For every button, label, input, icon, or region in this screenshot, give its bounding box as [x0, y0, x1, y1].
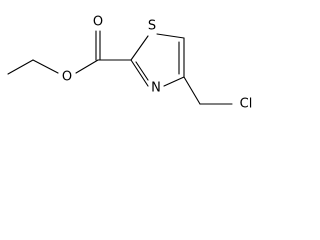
bond-ethyl-ch2-oxygen — [32, 59, 59, 74]
bond-nitrogen-c2-inner — [135, 61, 149, 81]
bond-c2-sulfur — [130, 35, 149, 61]
bond-oxygen-carbonyl-carbon — [75, 59, 99, 74]
atom-label-sulfur: S — [148, 19, 156, 34]
bond-sulfur-c5 — [156, 33, 185, 39]
atom-label-nitrogen: N — [151, 81, 161, 96]
atom-label-ester-oxygen: O — [62, 70, 72, 85]
atom-label-carbonyl-oxygen: O — [93, 15, 103, 30]
atom-label-chlorine: Cl — [240, 97, 253, 112]
bond-c4-nitrogen — [163, 76, 185, 87]
bond-nitrogen-c2 — [130, 59, 149, 87]
chemical-structure: O O S N Cl — [7, 15, 253, 112]
bond-ethyl-ch3-ch2 — [7, 59, 34, 75]
bond-c4-ch2 — [183, 76, 201, 105]
